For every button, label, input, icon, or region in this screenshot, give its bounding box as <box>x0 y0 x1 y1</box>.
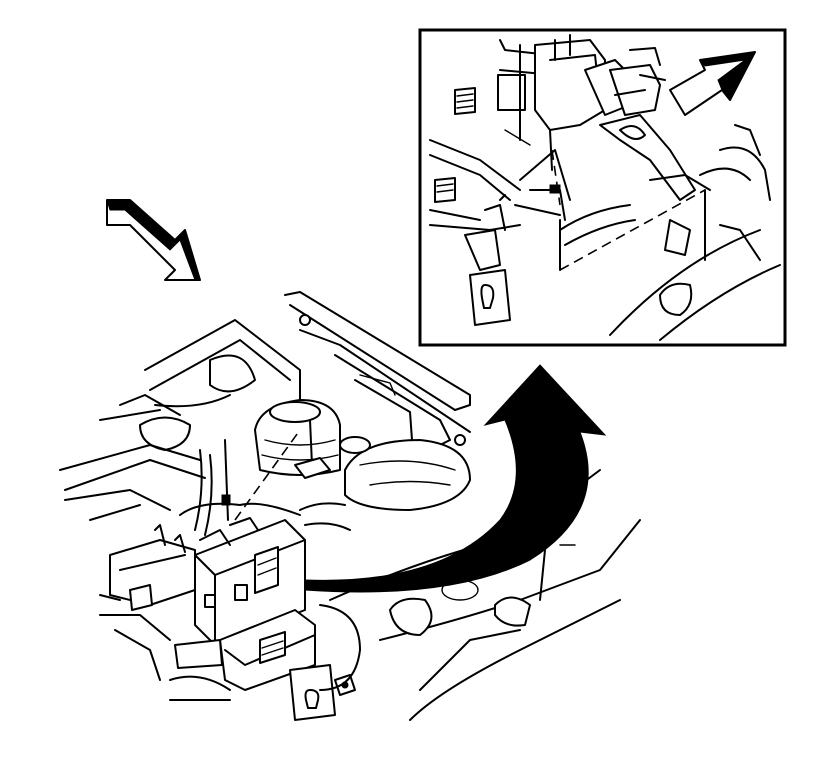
inset-canvas <box>429 34 781 341</box>
inset-arrow-icon <box>669 51 756 116</box>
control-module <box>194 517 306 646</box>
wiring-harness <box>179 449 301 536</box>
strut-tower-left <box>59 319 301 521</box>
wheel-housing <box>169 604 361 701</box>
module-bracket <box>99 524 196 681</box>
cowl-panel <box>284 291 471 451</box>
strut-mount <box>254 399 341 476</box>
inset-apron <box>609 124 781 341</box>
detail-inset <box>418 28 787 347</box>
coolant-reservoir <box>299 436 471 531</box>
inset-brace <box>514 114 706 271</box>
curved-arrow-icon <box>304 364 607 593</box>
arrow-icon <box>106 199 201 281</box>
engine-compartment-view <box>59 291 641 721</box>
inset-bracket <box>534 34 666 131</box>
inset-keyhole-bracket <box>464 194 511 326</box>
keyhole-bracket <box>289 664 356 721</box>
